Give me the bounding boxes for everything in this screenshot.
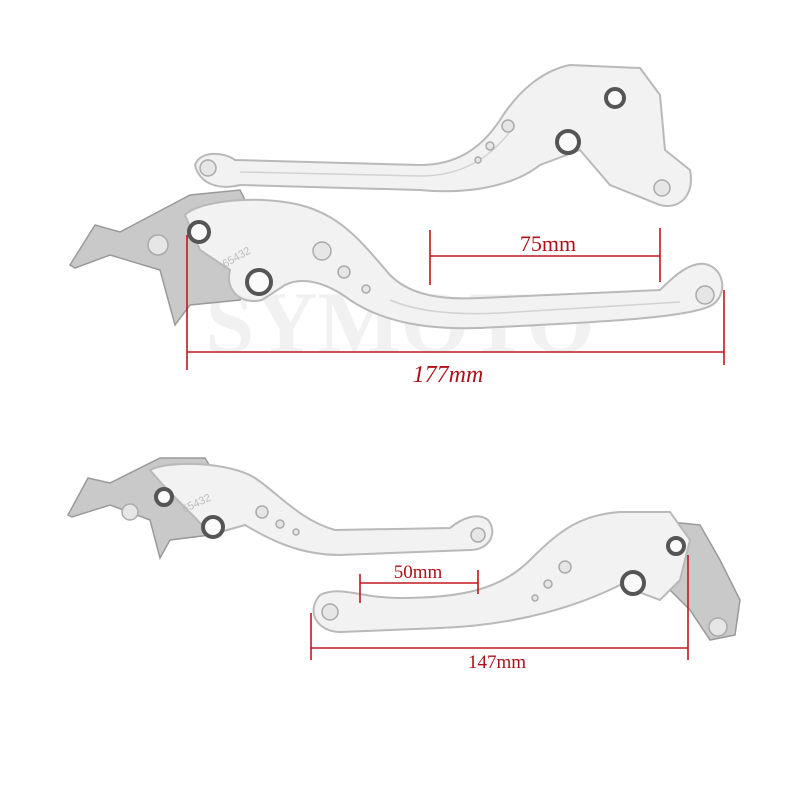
- dimension-177mm: 177mm: [186, 235, 725, 388]
- short-lever-right: [312, 511, 741, 641]
- dimension-75mm: 75mm: [429, 228, 661, 285]
- long-lever-back: [193, 63, 692, 207]
- dimension-label-50: 50mm: [394, 562, 443, 583]
- short-lever-left: 65432: [66, 457, 494, 560]
- dimension-147mm: 147mm: [310, 555, 689, 673]
- dimension-label-177: 177mm: [413, 362, 484, 388]
- long-lever-front: 65432: [68, 189, 724, 330]
- dimension-50mm: 50mm: [359, 562, 479, 603]
- dimension-label-147: 147mm: [468, 652, 526, 673]
- dimension-label-75: 75mm: [520, 231, 576, 256]
